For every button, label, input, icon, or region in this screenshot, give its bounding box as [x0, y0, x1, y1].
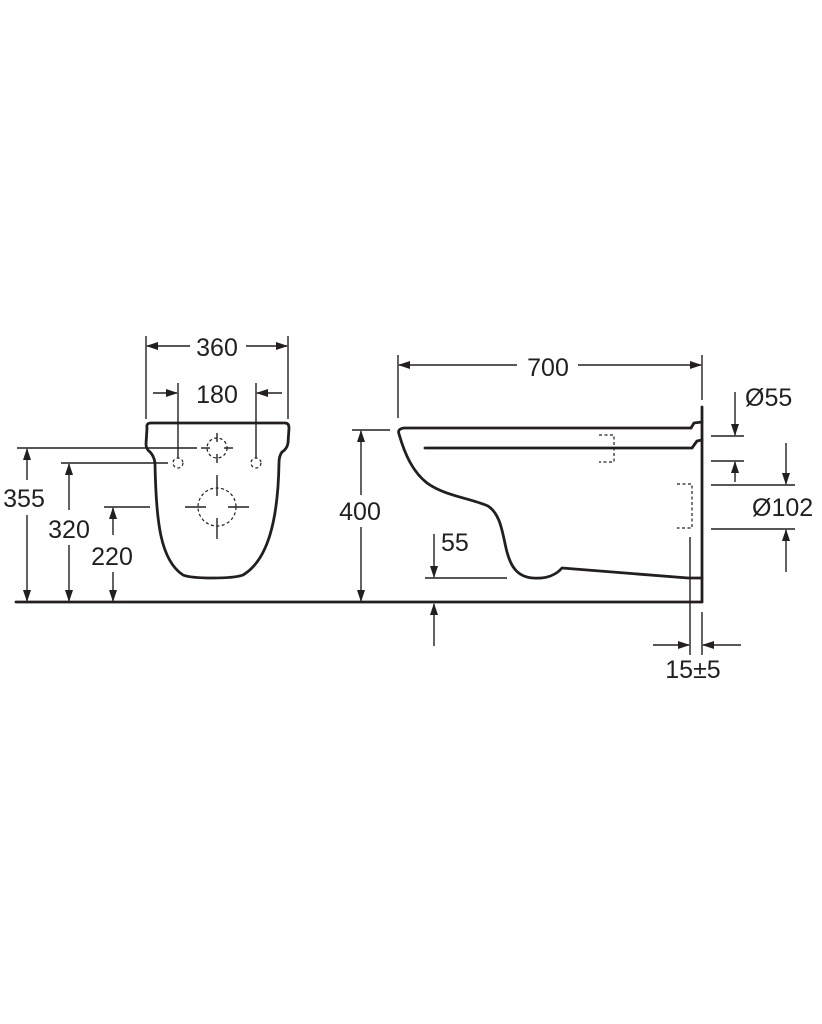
dim-height-320: 320 [48, 516, 90, 544]
side-view-outline [397, 426, 704, 580]
fixing-hole-left [172, 457, 184, 469]
inlet-hidden [599, 434, 615, 463]
fixing-hole-right [250, 457, 262, 469]
dim-width-360: 360 [196, 334, 238, 362]
dim-inlet-diameter: Ø55 [745, 384, 792, 412]
dim-outlet-diameter: Ø102 [752, 494, 813, 522]
front-view: 360 180 355 320 220 [3, 334, 291, 602]
dim-height-355: 355 [3, 485, 45, 513]
dim-wall-gap: 15±5 [665, 656, 720, 684]
dim-rim-400: 400 [339, 498, 381, 526]
dim-outlet-55: 55 [441, 529, 469, 557]
rim-inner-line [423, 438, 704, 450]
outlet-hidden [677, 483, 693, 529]
dim-fixing-180: 180 [196, 381, 238, 409]
dim-height-220: 220 [91, 543, 133, 571]
inlet-marker [201, 433, 233, 463]
front-view-outline [144, 421, 291, 580]
outlet-marker [185, 475, 249, 539]
dim-projection-700: 700 [527, 354, 569, 382]
side-view: 700 400 55 Ø55 Ø102 15±5 [339, 354, 813, 684]
